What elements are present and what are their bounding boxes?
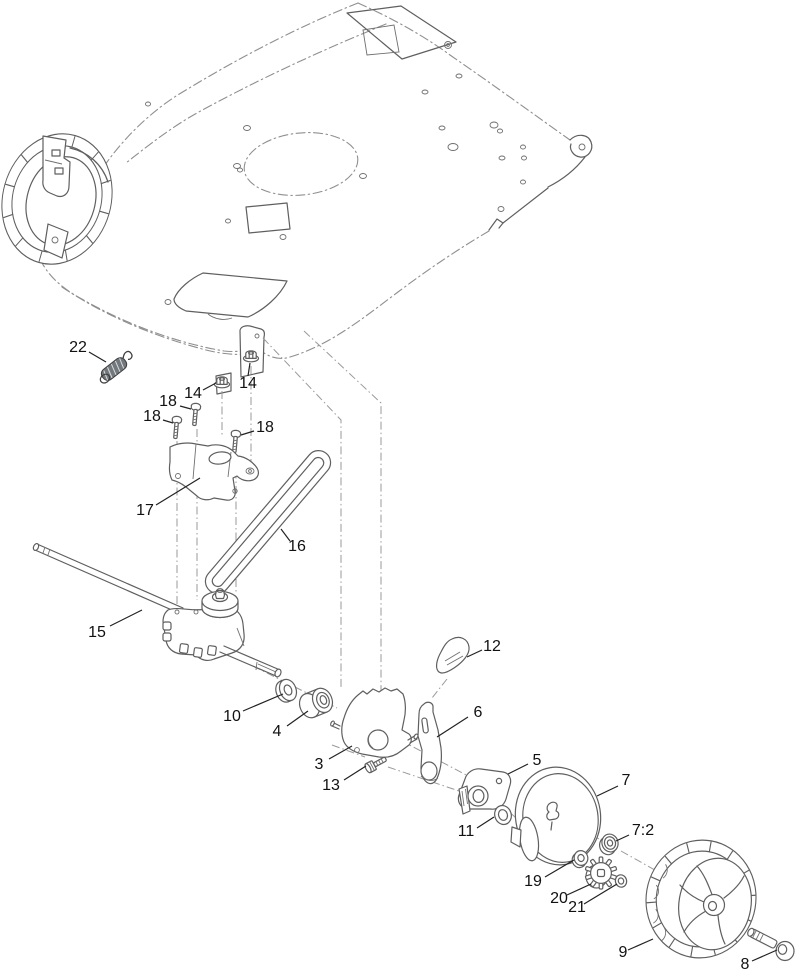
callout-8: 8 bbox=[740, 956, 750, 973]
callout-6: 6 bbox=[473, 704, 483, 721]
callout-5: 5 bbox=[532, 752, 542, 769]
callout-7-2: 7:2 bbox=[631, 822, 655, 839]
front-wheel bbox=[1, 133, 113, 265]
wheel-height-bracket bbox=[42, 135, 71, 198]
callout-16: 16 bbox=[288, 538, 306, 555]
carriage-bolt bbox=[364, 756, 387, 774]
pulley bbox=[201, 588, 239, 619]
callout-21: 21 bbox=[568, 899, 586, 916]
callout-18-b: 18 bbox=[143, 408, 161, 425]
tension-spring bbox=[99, 350, 133, 384]
lock-washer bbox=[494, 804, 512, 826]
wheel-bolt bbox=[747, 927, 795, 962]
callout-9: 9 bbox=[618, 944, 628, 961]
callout-22: 22 bbox=[69, 339, 87, 356]
flange-nut-right bbox=[242, 350, 260, 363]
side-plate bbox=[457, 768, 512, 815]
callout-13: 13 bbox=[322, 777, 340, 794]
pivot-stud bbox=[407, 733, 419, 744]
flange-nut-left bbox=[213, 376, 231, 389]
flat-washer bbox=[571, 850, 589, 869]
projection-lines bbox=[176, 330, 713, 903]
screw-top bbox=[190, 402, 202, 427]
callout-19: 19 bbox=[524, 873, 542, 890]
callout-20: 20 bbox=[550, 890, 568, 907]
rear-wheel bbox=[645, 839, 757, 959]
axle-shaft bbox=[32, 542, 184, 615]
callout-18-a: 18 bbox=[159, 393, 177, 410]
transmission bbox=[32, 542, 282, 678]
callout-10: 10 bbox=[223, 708, 241, 725]
callout-18-c: 18 bbox=[256, 419, 274, 436]
screw-right bbox=[230, 429, 242, 454]
callout-17: 17 bbox=[136, 502, 154, 519]
idler-bracket bbox=[168, 442, 259, 501]
callout-14-b: 14 bbox=[239, 375, 257, 392]
pinion-gear bbox=[584, 856, 618, 890]
retaining-ring bbox=[614, 874, 628, 888]
screw-left bbox=[171, 415, 183, 440]
drive-belt bbox=[204, 450, 332, 594]
callout-7: 7 bbox=[621, 772, 631, 789]
callout-3: 3 bbox=[314, 756, 324, 773]
spacer-washer bbox=[275, 678, 298, 703]
callout-12: 12 bbox=[483, 638, 501, 655]
leader-lines bbox=[88, 351, 778, 962]
wheel-spokes bbox=[679, 865, 745, 945]
bushing bbox=[298, 687, 334, 719]
callout-15: 15 bbox=[88, 624, 106, 641]
callout-4: 4 bbox=[272, 723, 282, 740]
mower-deck-outline bbox=[39, 2, 593, 395]
deck-holes bbox=[145, 73, 527, 305]
callout-14-a: 14 bbox=[184, 385, 202, 402]
dust-cover bbox=[510, 766, 602, 866]
shift-lever bbox=[435, 636, 470, 674]
cover-washer bbox=[598, 833, 619, 856]
gear-cover bbox=[330, 687, 412, 758]
callout-11: 11 bbox=[457, 823, 475, 840]
output-axle bbox=[219, 645, 282, 678]
pivot-arm bbox=[417, 701, 442, 785]
